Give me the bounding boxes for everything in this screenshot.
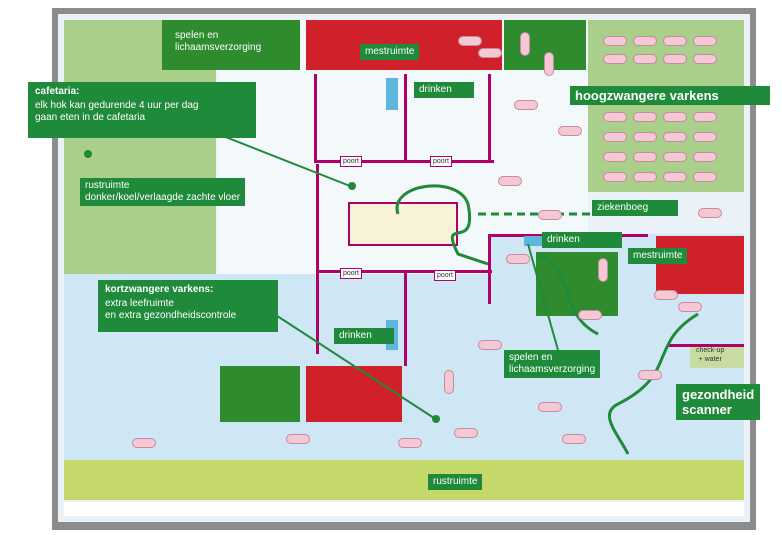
pig [514, 100, 538, 110]
pig [132, 438, 156, 448]
pig [633, 132, 657, 142]
poort-tag: poort [340, 268, 362, 279]
rustruimte-bottom-zone [64, 460, 744, 500]
pig [562, 434, 586, 444]
label-spelen-mid: spelen en lichaamsverzorging [504, 350, 601, 378]
pig [458, 36, 482, 46]
checkup-box [690, 344, 744, 368]
poort-tag: poort [434, 270, 456, 281]
pig [633, 36, 657, 46]
label-mestruimte-right: mestruimte [628, 248, 688, 264]
label-mestruimte-top: mestruimte [360, 44, 420, 60]
pig [538, 402, 562, 412]
label-cafetaria-title: cafetaria: [35, 86, 80, 97]
pointer-cafetaria [217, 133, 351, 187]
pig [663, 36, 687, 46]
hoogzwanger-zone [588, 20, 744, 192]
label-rustruimte-left: rustruimte donker/koel/verlaagde zachte … [80, 178, 246, 206]
wall [404, 74, 407, 162]
pig [478, 48, 502, 58]
pointer-spelen [527, 243, 559, 351]
pig [544, 52, 554, 76]
pig [498, 176, 522, 186]
label-checkup: check-up + water [696, 347, 725, 363]
wall [668, 344, 744, 347]
pig [693, 172, 717, 182]
label-drinken-mid: drinken [542, 232, 622, 248]
wall [314, 74, 317, 162]
label-kortzwanger-title: kortzwangere varkens: [105, 284, 214, 295]
pig [506, 254, 530, 264]
pig [598, 258, 608, 282]
pig [654, 290, 678, 300]
label-gezondheid-scanner: gezondheid scanner [676, 384, 761, 420]
label-drinken-top: drinken [414, 82, 474, 98]
pointer-dot [84, 150, 92, 158]
route-spelen [537, 252, 599, 336]
pig [633, 112, 657, 122]
pointer-dot [348, 182, 356, 190]
pig [538, 210, 562, 220]
pig [444, 370, 454, 394]
lower-green-zone [220, 366, 300, 422]
pig [578, 310, 602, 320]
label-cafetaria-text: elk hok kan gedurende 4 uur per dag gaan… [35, 100, 199, 123]
pig [698, 208, 722, 218]
pig [663, 172, 687, 182]
barn-floorplan: spelen en lichaamsverzorging mestruimte … [28, 14, 770, 522]
pointer-dot [432, 415, 440, 423]
pig [663, 54, 687, 64]
pig [603, 112, 627, 122]
wall [488, 234, 491, 304]
pig [693, 152, 717, 162]
poort-tag: poort [430, 156, 452, 167]
pointer-kortzwanger [267, 309, 435, 419]
pig [558, 126, 582, 136]
poort-tag: poort [340, 156, 362, 167]
label-spelen-top: spelen en lichaamsverzorging [175, 30, 262, 53]
pig [286, 434, 310, 444]
cafetaria-feeder [348, 202, 458, 246]
wall [316, 164, 319, 354]
wall [404, 272, 407, 366]
pig [693, 36, 717, 46]
pig [633, 152, 657, 162]
pig [693, 54, 717, 64]
water-trough-top [386, 78, 398, 110]
pig [603, 152, 627, 162]
pig [478, 340, 502, 350]
route-cafetaria [395, 184, 489, 266]
label-rustruimte-bottom: rustruimte [428, 474, 483, 490]
pig [520, 32, 530, 56]
mestruimte-right-zone [656, 236, 744, 294]
pig [454, 428, 478, 438]
pig [603, 132, 627, 142]
spelen-top-zone [162, 20, 300, 70]
pig [663, 112, 687, 122]
kortzwanger-box [98, 280, 278, 332]
label-ziekenboeg: ziekenboeg [592, 200, 678, 216]
route-scanner [607, 312, 699, 455]
label-kortzwanger-text: extra leefruimte en extra gezondheidscon… [105, 298, 237, 321]
pig [603, 54, 627, 64]
pig [398, 438, 422, 448]
wall [316, 270, 492, 273]
label-drinken-low: drinken [334, 328, 394, 344]
pig [603, 172, 627, 182]
pig [693, 112, 717, 122]
pig [633, 54, 657, 64]
pig [693, 132, 717, 142]
pig [678, 302, 702, 312]
label-hoogzwanger: hoogzwangere varkens [570, 86, 770, 105]
pig [633, 172, 657, 182]
lower-red-zone [306, 366, 402, 422]
bottom-white-strip [64, 502, 744, 516]
pig [638, 370, 662, 380]
cafetaria-box [28, 82, 256, 138]
pig [663, 152, 687, 162]
pig [663, 132, 687, 142]
wall [488, 74, 491, 162]
pig [603, 36, 627, 46]
